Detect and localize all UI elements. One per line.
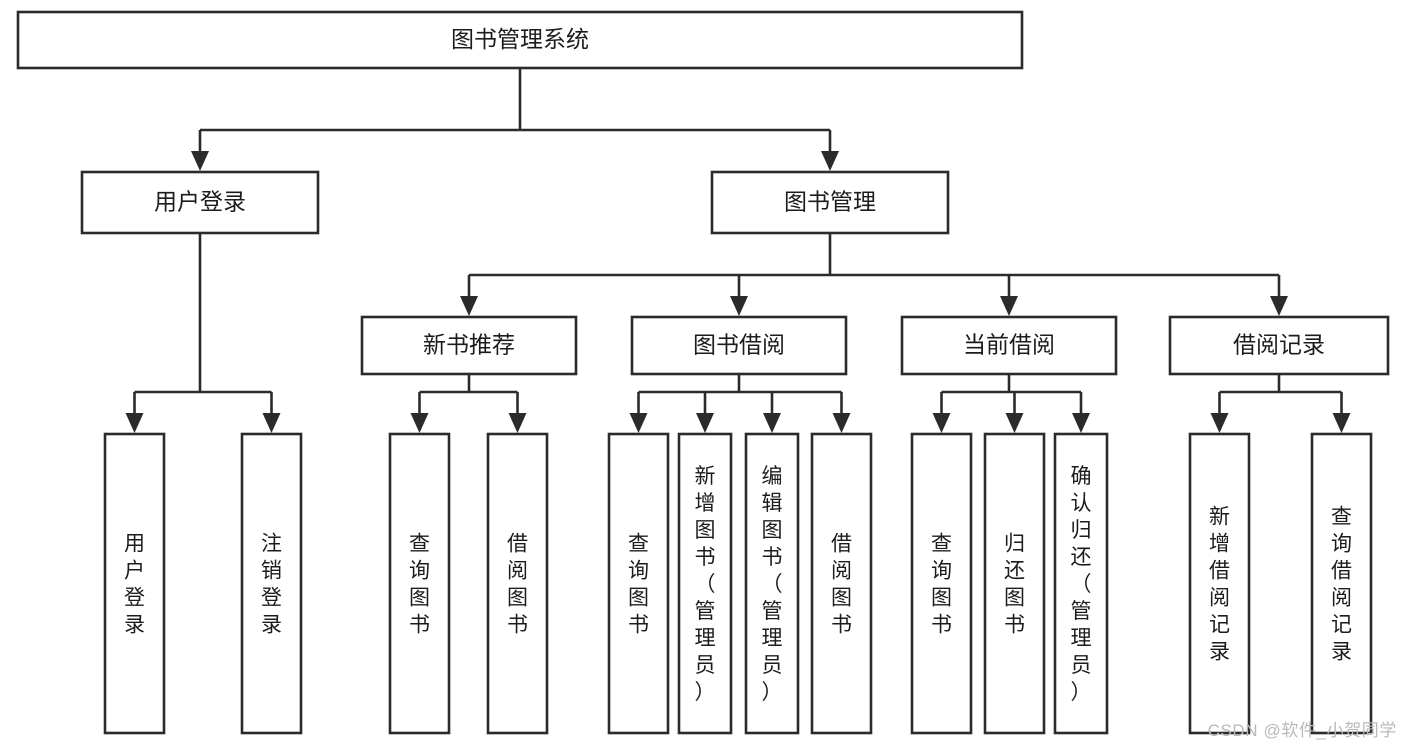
- node-leaf-rec-borrow-book[interactable]: 借阅图书: [486, 432, 549, 735]
- arrow-head-icon: [191, 151, 209, 171]
- node-label-leaf-rec-add-record: 新增借阅记录: [1209, 506, 1230, 664]
- node-box-leaf-bor-add-book[interactable]: [677, 432, 733, 735]
- node-book-mgmt[interactable]: 图书管理: [710, 170, 950, 235]
- node-leaf-user-login[interactable]: 用户登录: [103, 432, 166, 735]
- node-leaf-rec-query-record[interactable]: 查询借阅记录: [1310, 432, 1373, 735]
- node-box-leaf-bor-edit-book[interactable]: [744, 432, 800, 735]
- node-box-borrow-record[interactable]: [1168, 315, 1390, 376]
- node-box-current-borrow[interactable]: [900, 315, 1118, 376]
- node-label-user-login: 用户登录: [154, 189, 246, 215]
- node-box-new-book-recommend[interactable]: [360, 315, 578, 376]
- arrow-head-icon: [832, 413, 851, 433]
- node-leaf-cur-confirm-return[interactable]: 确认归还（管理员）: [1053, 432, 1109, 735]
- node-leaf-user-logout[interactable]: 注销登录: [240, 432, 303, 735]
- node-box-leaf-user-logout[interactable]: [240, 432, 303, 735]
- arrow-head-icon: [1072, 413, 1090, 433]
- node-leaf-bor-query-book[interactable]: 查询图书: [607, 432, 670, 735]
- node-box-leaf-rec-query-record[interactable]: [1310, 432, 1373, 735]
- arrow-head-icon: [1005, 413, 1024, 433]
- arrow-head-icon: [410, 413, 429, 433]
- node-box-leaf-user-login[interactable]: [103, 432, 166, 735]
- arrow-head-icon: [125, 413, 144, 433]
- node-label-current-borrow: 当前借阅: [963, 332, 1055, 358]
- arrow-head-icon: [932, 413, 951, 433]
- node-box-leaf-bor-borrow-book[interactable]: [810, 432, 873, 735]
- arrow-head-icon: [508, 413, 527, 433]
- node-label-leaf-rec-borrow-book: 借阅图书: [507, 533, 528, 637]
- arrow-head-icon: [460, 296, 478, 316]
- node-book-borrow[interactable]: 图书借阅: [630, 315, 848, 376]
- arrow-head-icon: [629, 413, 648, 433]
- node-label-leaf-bor-edit-book: 编辑图书（管理员）: [762, 465, 783, 704]
- node-box-book-mgmt[interactable]: [710, 170, 950, 235]
- node-box-leaf-rec-borrow-book[interactable]: [486, 432, 549, 735]
- node-new-book-recommend[interactable]: 新书推荐: [360, 315, 578, 376]
- node-box-leaf-cur-return-book[interactable]: [983, 432, 1046, 735]
- node-label-book-borrow: 图书借阅: [693, 332, 785, 358]
- node-box-leaf-cur-confirm-return[interactable]: [1053, 432, 1109, 735]
- node-label-leaf-rec-query-record: 查询借阅记录: [1331, 506, 1352, 664]
- arrow-head-icon: [1270, 296, 1288, 316]
- arrow-head-icon: [262, 413, 281, 433]
- node-label-leaf-user-login: 用户登录: [124, 533, 145, 637]
- node-leaf-cur-query-book[interactable]: 查询图书: [910, 432, 973, 735]
- arrow-head-icon: [763, 413, 781, 433]
- node-label-leaf-rec-query-book: 查询图书: [409, 533, 430, 637]
- node-box-user-login[interactable]: [80, 170, 320, 235]
- node-borrow-record[interactable]: 借阅记录: [1168, 315, 1390, 376]
- node-label-borrow-record: 借阅记录: [1233, 332, 1325, 358]
- arrow-head-icon: [1000, 296, 1018, 316]
- node-box-leaf-rec-query-book[interactable]: [388, 432, 451, 735]
- node-label-leaf-user-logout: 注销登录: [261, 533, 282, 637]
- arrow-head-icon: [821, 151, 839, 171]
- node-box-book-borrow[interactable]: [630, 315, 848, 376]
- node-label-leaf-cur-query-book: 查询图书: [931, 533, 952, 637]
- arrow-head-icon: [696, 413, 714, 433]
- node-leaf-bor-add-book[interactable]: 新增图书（管理员）: [677, 432, 733, 735]
- node-box-root[interactable]: [16, 10, 1024, 70]
- node-label-root: 图书管理系统: [451, 26, 589, 52]
- node-label-leaf-bor-add-book: 新增图书（管理员）: [695, 465, 716, 704]
- arrow-head-icon: [730, 296, 748, 316]
- node-label-leaf-bor-borrow-book: 借阅图书: [831, 533, 852, 637]
- node-label-book-mgmt: 图书管理: [784, 189, 876, 215]
- arrow-head-icon: [1332, 413, 1351, 433]
- node-current-borrow[interactable]: 当前借阅: [900, 315, 1118, 376]
- node-label-leaf-cur-return-book: 归还图书: [1004, 533, 1025, 637]
- node-leaf-rec-query-book[interactable]: 查询图书: [388, 432, 451, 735]
- node-leaf-bor-borrow-book[interactable]: 借阅图书: [810, 432, 873, 735]
- node-leaf-cur-return-book[interactable]: 归还图书: [983, 432, 1046, 735]
- node-root[interactable]: 图书管理系统: [16, 10, 1024, 70]
- node-leaf-bor-edit-book[interactable]: 编辑图书（管理员）: [744, 432, 800, 735]
- node-label-leaf-bor-query-book: 查询图书: [628, 533, 649, 637]
- node-box-leaf-cur-query-book[interactable]: [910, 432, 973, 735]
- node-box-leaf-rec-add-record[interactable]: [1188, 432, 1251, 735]
- arrow-head-icon: [1210, 413, 1229, 433]
- node-label-leaf-cur-confirm-return: 确认归还（管理员）: [1071, 465, 1092, 704]
- node-label-new-book-recommend: 新书推荐: [423, 332, 515, 358]
- node-box-leaf-bor-query-book[interactable]: [607, 432, 670, 735]
- node-user-login[interactable]: 用户登录: [80, 170, 320, 235]
- node-leaf-rec-add-record[interactable]: 新增借阅记录: [1188, 432, 1251, 735]
